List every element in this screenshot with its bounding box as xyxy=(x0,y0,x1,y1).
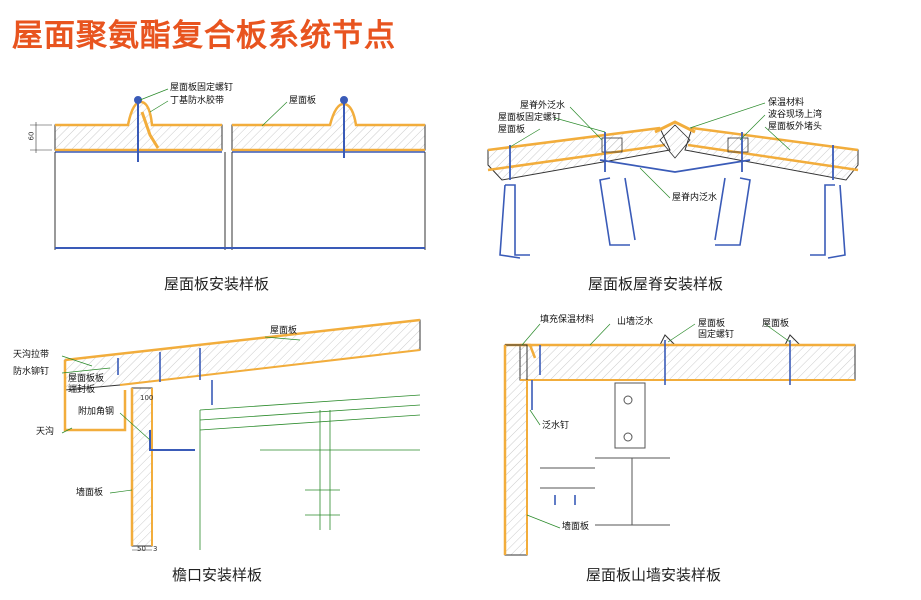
ridge-right-panel xyxy=(684,127,859,181)
label-gable-wall-panel: 墙面板 xyxy=(562,522,590,532)
label-eave-roof-panel: 屋面板 xyxy=(270,326,298,336)
eave-install-drawing xyxy=(61,318,421,551)
ridge-cap xyxy=(654,120,696,134)
caption-gable-install: 屋面板山墙安装样板 xyxy=(586,566,722,584)
caption-eave-install: 檐口安装样板 xyxy=(172,566,263,584)
purlins xyxy=(499,177,846,259)
label-ridge-flashing: 屋脊外泛水 xyxy=(520,101,566,111)
ridge-install-drawing xyxy=(487,102,859,259)
dim-100: 100 xyxy=(140,394,154,402)
label-ridge-roof-panel: 屋面板 xyxy=(498,125,526,135)
label-flashing-nail: 泛水钉 xyxy=(542,421,570,431)
angle-steel xyxy=(149,430,195,451)
gable-roof-panel xyxy=(519,334,856,381)
panel-roof-install: 屋面板固定螺钉 丁基防水胶带 屋面板 60 屋面板安装样板 xyxy=(0,0,460,300)
gable-install-drawing xyxy=(503,323,856,556)
insulation-block-left xyxy=(601,137,623,153)
label-onsite-bend: 波谷现场上湾 xyxy=(768,110,823,120)
inner-flashing xyxy=(599,159,751,173)
panel-gable-install: 填充保温材料 山墙泛水 屋面板 固定螺钉 屋面板 泛水钉 墙面板 屋面板山墙安装… xyxy=(460,300,921,600)
eave-wall-panel xyxy=(131,387,153,547)
dim-60: 60 xyxy=(27,131,36,141)
label-eave-wall-panel: 墙面板 xyxy=(76,488,104,498)
page-title: 屋面聚氨酯复合板系统节点 xyxy=(12,18,396,54)
dim-50: 50 xyxy=(137,545,146,553)
insulation-block-right xyxy=(727,137,749,153)
gutter xyxy=(63,360,127,432)
label-rivet: 防水铆钉 xyxy=(13,367,50,377)
label-gable-flashing: 山墙泛水 xyxy=(617,317,654,327)
caption-roof-install: 屋面板安装样板 xyxy=(164,275,270,293)
label-angle-steel: 附加角钢 xyxy=(78,407,115,417)
panel-eave-install: 屋面板 天沟拉带 防水铆钉 屋面板板 端封板 附加角钢 天沟 墙面板 100 5… xyxy=(0,300,460,600)
label-fill-insulation: 填充保温材料 xyxy=(540,315,595,325)
waterproof-tape xyxy=(140,111,160,149)
label-roof-panel: 屋面板 xyxy=(289,96,317,106)
label-end-seal: 屋面板板 端封板 xyxy=(68,374,105,395)
label-inner-flashing: 屋脊内泛水 xyxy=(672,193,718,203)
panel-ridge-install: 屋脊外泛水 屋面板固定螺钉 屋面板 保温材料 波谷现场上湾 屋面板外堵头 屋脊内… xyxy=(460,0,921,300)
label-end-plug: 屋面板外堵头 xyxy=(768,122,823,132)
label-insulation: 保温材料 xyxy=(768,98,805,108)
connection-plate xyxy=(614,382,646,449)
label-ridge-fixing-screw: 屋面板固定螺钉 xyxy=(498,113,562,123)
label-fixing-screw: 屋面板固定螺钉 xyxy=(170,83,234,93)
caption-ridge-install: 屋面板屋脊安装样板 xyxy=(588,275,724,293)
roof-panel-right xyxy=(231,103,426,151)
label-gable-roof-panel: 屋面板 xyxy=(762,319,790,329)
label-waterproof-tape: 丁基防水胶带 xyxy=(170,96,225,106)
roof-install-drawing xyxy=(30,88,426,250)
steel-column xyxy=(540,457,670,526)
dim-3: 3 xyxy=(153,545,158,553)
fixing-screw-right xyxy=(340,96,348,158)
gable-wall-panel xyxy=(504,344,528,556)
fixing-screw-left xyxy=(134,96,142,162)
label-gutter-strap: 天沟拉带 xyxy=(13,350,50,360)
label-gutter: 天沟 xyxy=(36,427,55,437)
label-roof-panel-screw: 屋面板 固定螺钉 xyxy=(698,319,735,340)
